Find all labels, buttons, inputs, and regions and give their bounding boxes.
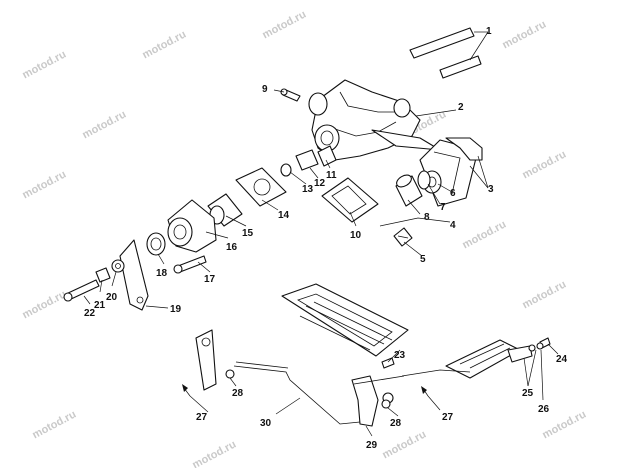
part-10-brake-pad (321, 177, 379, 223)
part-16-housing (167, 199, 217, 253)
callout-11: 11 (326, 170, 337, 181)
watermark-text: motod.ru (30, 408, 78, 441)
callout-20: 20 (106, 292, 118, 303)
callout-16: 16 (226, 242, 238, 253)
watermark-text: motod.ru (500, 18, 548, 51)
callout-18: 18 (156, 268, 168, 279)
callout-8: 8 (424, 212, 430, 223)
callout-19: 19 (170, 304, 182, 315)
callout-28-left: 28 (232, 388, 244, 399)
part-21-nut (95, 267, 111, 283)
pedal-platform (281, 283, 409, 357)
part-18-seal-ring (146, 232, 166, 256)
callout-15: 15 (242, 228, 254, 239)
watermark-text: motod.ru (190, 438, 238, 468)
watermark-text: motod.ru (460, 218, 508, 251)
part-24-26-fasteners (528, 337, 551, 352)
part-22-bolt (63, 279, 100, 302)
watermark-layer: motod.ru motod.ru motod.ru motod.ru moto… (20, 8, 588, 471)
callout-14: 14 (278, 210, 290, 221)
part-28-clip-right (381, 399, 391, 409)
callout-3: 3 (488, 184, 494, 195)
part-6-7-bushing (417, 170, 442, 194)
callout-12: 12 (314, 178, 326, 189)
arrow-27-left (182, 384, 191, 397)
callout-27-right: 27 (442, 412, 454, 423)
callout-2: 2 (458, 102, 464, 113)
callout-25: 25 (522, 388, 534, 399)
watermark-text: motod.ru (20, 48, 68, 81)
callout-6: 6 (450, 188, 456, 199)
callout-30: 30 (260, 418, 272, 429)
callout-17: 17 (204, 274, 216, 285)
callout-9: 9 (262, 84, 268, 95)
watermark-text: motod.ru (520, 278, 568, 311)
callout-23: 23 (394, 350, 406, 361)
part-23-bolt (381, 357, 395, 369)
callout-28-right: 28 (390, 418, 402, 429)
callout-21: 21 (94, 300, 106, 311)
callout-7: 7 (440, 202, 446, 213)
part-8-sleeve (395, 174, 423, 207)
part-9-bleeder-screw (280, 88, 301, 102)
part-14-gasket (235, 167, 287, 207)
callout-26: 26 (538, 404, 550, 415)
part-11-13-seal-set (280, 145, 337, 177)
callout-24: 24 (556, 354, 568, 365)
part-1-guide-pins (409, 27, 482, 79)
callout-4: 4 (450, 220, 456, 231)
watermark-text: motod.ru (380, 428, 428, 461)
watermark-text: motod.ru (260, 8, 308, 41)
part-5-clip (393, 227, 413, 247)
foot-pedal-right (445, 339, 533, 379)
callout-13: 13 (302, 184, 314, 195)
arrow-27-right (421, 386, 429, 397)
watermark-text: motod.ru (520, 148, 568, 181)
watermark-text: motod.ru (20, 288, 68, 321)
part-28-clip-left (225, 369, 235, 379)
callout-10: 10 (350, 230, 362, 241)
part-17-bolt (173, 255, 207, 274)
pedal-link-rod (401, 369, 471, 377)
part-19-lever-plate (119, 239, 149, 311)
leader-lines (83, 31, 559, 437)
callout-1: 1 (486, 26, 492, 37)
pedal-arm-left (195, 329, 217, 391)
callout-5: 5 (420, 254, 426, 265)
callout-29: 29 (366, 440, 378, 451)
callout-22: 22 (84, 308, 96, 319)
part-30-brake-rod (233, 361, 361, 425)
watermark-text: motod.ru (20, 168, 68, 201)
watermark-text: motod.ru (80, 108, 128, 141)
callout-27-left: 27 (196, 412, 208, 423)
part-2-caliper-body (308, 79, 441, 161)
callout-labels: 1 2 3 4 5 6 7 8 9 10 11 12 13 14 15 16 1… (84, 26, 568, 451)
part-20-washer (111, 259, 125, 273)
watermark-text: motod.ru (140, 28, 188, 61)
